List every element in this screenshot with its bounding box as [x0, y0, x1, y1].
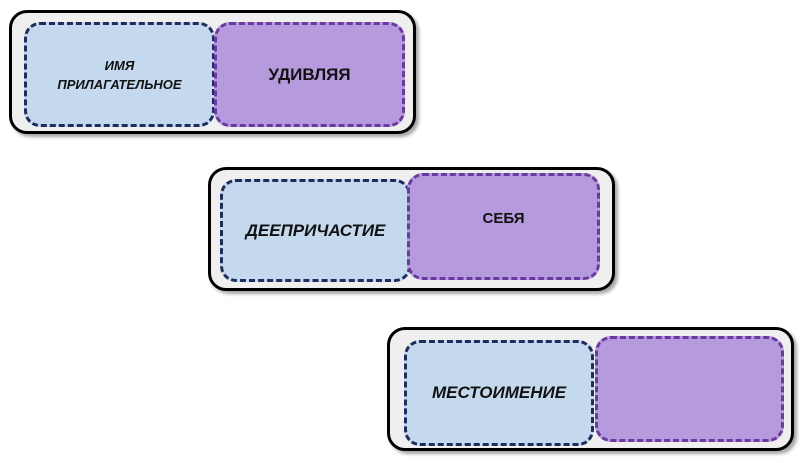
word-box-3[interactable] [595, 336, 784, 442]
part-of-speech-label-2: ДЕЕПРИЧАСТИЕ [245, 220, 386, 240]
part-of-speech-box-2[interactable]: ДЕЕПРИЧАСТИЕ [220, 179, 411, 282]
part-of-speech-box-3[interactable]: МЕСТОИМЕНИЕ [404, 340, 594, 446]
match-pair-2: ДЕЕПРИЧАСТИЕ СЕБЯ [208, 167, 615, 291]
part-of-speech-box-1[interactable]: ИМЯ ПРИЛАГАТЕЛЬНОЕ [24, 22, 215, 127]
part-of-speech-label-3: МЕСТОИМЕНИЕ [431, 383, 567, 402]
part-of-speech-label-1: ИМЯ ПРИЛАГАТЕЛЬНОЕ [57, 57, 182, 92]
word-label-1: УДИВЛЯЯ [268, 64, 351, 84]
word-box-1[interactable]: УДИВЛЯЯ [214, 22, 405, 127]
match-pair-1: ИМЯ ПРИЛАГАТЕЛЬНОЕ УДИВЛЯЯ [9, 10, 416, 134]
word-box-2[interactable]: СЕБЯ [407, 173, 600, 280]
word-label-2: СЕБЯ [482, 210, 525, 227]
match-pair-3: МЕСТОИМЕНИЕ [387, 327, 794, 451]
